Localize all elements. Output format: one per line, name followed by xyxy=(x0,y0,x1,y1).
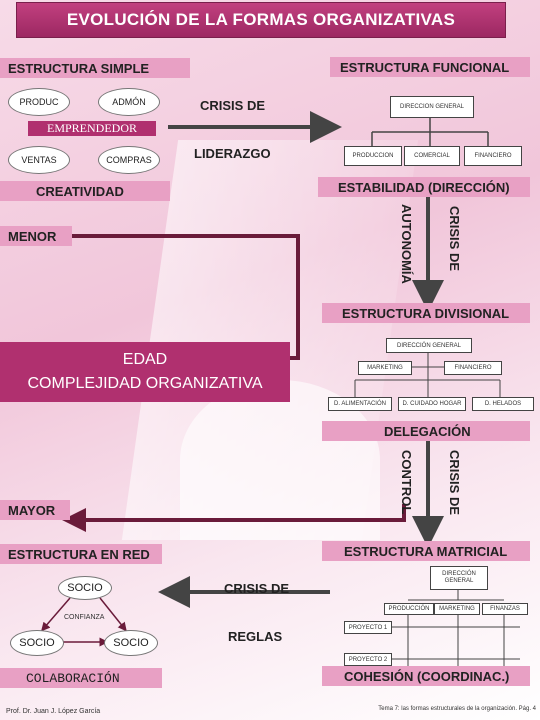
title-banner: EVOLUCIÓN DE LA FORMAS ORGANIZATIVAS xyxy=(16,2,506,38)
oval-produc: PRODUC xyxy=(8,88,70,116)
simple-heading-bar xyxy=(0,58,190,78)
matricial-produccion: PRODUCCIÓN xyxy=(384,603,434,615)
funcional-comercial: COMERCIAL xyxy=(404,146,460,166)
red-heading-bar xyxy=(0,544,162,564)
autonomia-label: AUTONOMÍA xyxy=(399,204,414,284)
control-label: CONTROL xyxy=(399,450,414,515)
socio-top: SOCIO xyxy=(58,576,112,600)
emprendedor-label: EMPRENDEDOR xyxy=(46,121,137,135)
divisional-cuidado-hogar: D. CUIDADO HOGAR xyxy=(398,397,466,411)
produc-label: PRODUC xyxy=(19,97,59,107)
estabilidad-bar xyxy=(318,177,530,197)
estabilidad-label: ESTABILIDAD (DIRECCIÓN) xyxy=(338,180,510,195)
matricial-heading: ESTRUCTURA MATRICIAL xyxy=(344,544,508,559)
creatividad-label: CREATIVIDAD xyxy=(36,184,124,199)
delegacion-bar xyxy=(322,421,530,441)
complejidad-label: COMPLEJIDAD ORGANIZATIVA xyxy=(27,375,263,392)
delegacion-label: DELEGACIÓN xyxy=(384,424,471,439)
funcional-financiero: FINANCIERO xyxy=(464,146,522,166)
oval-admon: ADMÓN xyxy=(98,88,160,116)
crisis-liderazgo-line1: CRISIS DE xyxy=(200,98,266,113)
crisis-reglas-line1: CRISIS DE xyxy=(224,581,290,596)
compras-label: COMPRAS xyxy=(106,155,152,165)
socio-top-label: SOCIO xyxy=(67,582,103,594)
simple-heading: ESTRUCTURA SIMPLE xyxy=(8,61,150,76)
menor-bar xyxy=(0,226,72,246)
menor-label: MENOR xyxy=(8,229,57,244)
footer-author: Prof. Dr. Juan J. López García xyxy=(6,708,101,715)
emprendedor-banner: EMPRENDEDOR xyxy=(28,121,156,136)
divisional-heading-bar xyxy=(322,303,530,323)
ventas-label: VENTAS xyxy=(21,155,57,165)
colaboracion-bar xyxy=(0,668,162,688)
mayor-bar xyxy=(0,500,70,520)
crisis-liderazgo-line2: LIDERAZGO xyxy=(194,146,271,161)
socio-left-label: SOCIO xyxy=(19,637,55,649)
cohesion-bar xyxy=(322,666,530,686)
confianza-label: CONFIANZA xyxy=(64,614,105,621)
matricial-proyecto-1: PROYECTO 1 xyxy=(344,621,392,634)
funcional-direccion-general: DIRECCION GENERAL xyxy=(390,96,474,118)
cohesion-label: COHESIÓN (COORDINAC.) xyxy=(344,669,510,684)
matricial-direccion-label: DIRECCIÓN GENERAL xyxy=(442,571,476,584)
oval-compras: COMPRAS xyxy=(98,146,160,174)
divisional-marketing: MARKETING xyxy=(358,361,412,375)
socio-left: SOCIO xyxy=(10,630,64,656)
funcional-heading: ESTRUCTURA FUNCIONAL xyxy=(340,60,510,75)
mayor-label: MAYOR xyxy=(8,503,56,518)
matricial-heading-bar xyxy=(322,541,530,561)
matricial-finanzas: FINANZAS xyxy=(482,603,528,615)
divisional-direccion-general: DIRECCIÓN GENERAL xyxy=(386,338,472,353)
footer-source: Tema 7: las formas estructurales de la o… xyxy=(378,706,536,712)
divisional-heading: ESTRUCTURA DIVISIONAL xyxy=(342,306,510,321)
divisional-financiero: FINANCIERO xyxy=(444,361,502,375)
red-heading: ESTRUCTURA EN RED xyxy=(8,547,150,562)
socio-right: SOCIO xyxy=(104,630,158,656)
edad-label: EDAD xyxy=(122,351,168,368)
crisis-reglas-line2: REGLAS xyxy=(228,629,283,644)
colaboracion-label: COLABORACIÓN xyxy=(26,671,120,686)
matricial-proyecto-2: PROYECTO 2 xyxy=(344,653,392,666)
divisional-helados: D. HELADOS xyxy=(472,397,534,411)
matricial-direccion-general: DIRECCIÓN GENERAL xyxy=(430,566,488,590)
divisional-alimentacion: D. ALIMENTACIÓN xyxy=(328,397,392,411)
matricial-marketing: MARKETING xyxy=(434,603,480,615)
page-title: EVOLUCIÓN DE LA FORMAS ORGANIZATIVAS xyxy=(66,10,456,29)
crisis-control-label: CRISIS DE xyxy=(447,450,462,516)
edad-box: EDAD COMPLEJIDAD ORGANIZATIVA xyxy=(0,342,290,402)
socio-right-label: SOCIO xyxy=(113,637,149,649)
funcional-produccion: PRODUCCION xyxy=(344,146,402,166)
oval-ventas: VENTAS xyxy=(8,146,70,174)
crisis-autonomia-label: CRISIS DE xyxy=(447,206,462,272)
creatividad-bar xyxy=(0,181,170,201)
funcional-heading-bar xyxy=(330,57,530,77)
admon-label: ADMÓN xyxy=(112,97,146,107)
